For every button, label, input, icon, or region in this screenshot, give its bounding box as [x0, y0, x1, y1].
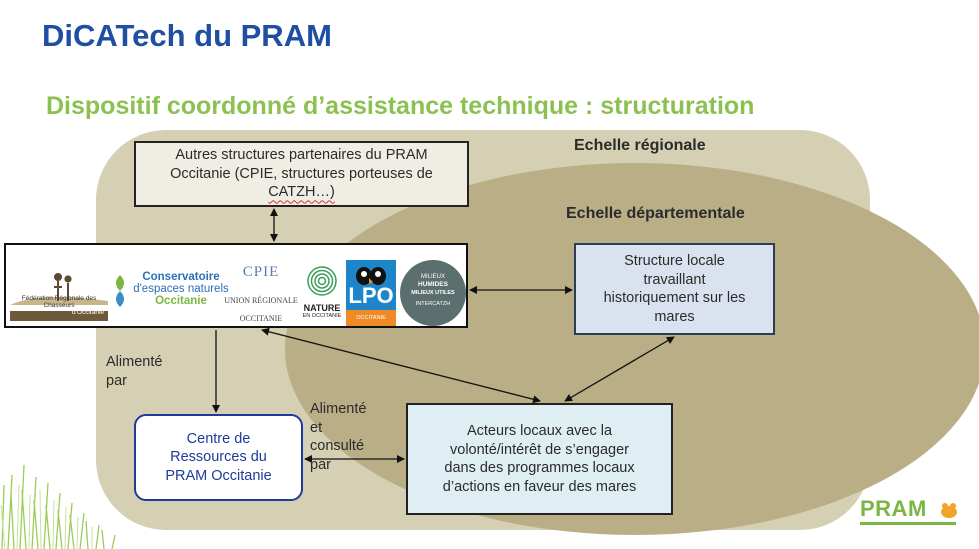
- departmental-scale-label: Echelle départementale: [566, 205, 745, 222]
- local-line-4: mares: [654, 308, 695, 325]
- logo-milieux-line-4: INTERCATZH: [415, 301, 451, 307]
- arrow-logos-acteurs: [261, 327, 541, 404]
- logo-chasseurs: Fédération Régionale des Chasseurs d'Occ…: [10, 265, 108, 321]
- partners-box: Autres structures partenaires du PRAM Oc…: [134, 141, 469, 207]
- edge-label-alim2-line-2: et: [310, 419, 323, 436]
- logo-cpie: CPIE UNION RÉGIONALE OCCITANIE: [223, 263, 299, 323]
- local-line-1: Structure locale: [624, 253, 725, 269]
- page-title: DiCATech du PRAM: [42, 18, 332, 53]
- logo-cen: Conservatoire d'espaces naturels Occitan…: [110, 271, 229, 315]
- logo-cen-line-1: Conservatoire: [142, 271, 220, 283]
- logo-milieux-humides: MILIEUX HUMIDES MILIEUX UTILES INTERCATZ…: [400, 260, 466, 326]
- edge-label-alim1-line-2: par: [106, 372, 127, 389]
- edge-label-alim2-line-1: Alimenté: [310, 401, 367, 417]
- edge-label-alimente-par: Alimenté par: [106, 353, 162, 390]
- logo-chasseurs-line-1: Fédération Régionale des Chasseurs: [21, 295, 97, 309]
- partners-line-3: CATZH…): [268, 184, 335, 201]
- local-actors-box: Acteurs locaux avec la volonté/intérêt d…: [406, 403, 673, 515]
- page-subtitle: Dispositif coordonné d’assistance techni…: [46, 92, 755, 120]
- frog-icon: [941, 503, 957, 518]
- acteurs-line-1: Acteurs locaux avec la: [466, 423, 613, 439]
- fingerprint-icon: [307, 266, 337, 296]
- acteurs-line-2: volonté/intérêt de s’engager: [450, 441, 629, 458]
- edge-label-alim1-line-1: Alimenté: [106, 354, 163, 370]
- partners-line-2: Occitanie (CPIE, structures porteuses de: [170, 165, 433, 182]
- logo-lpo: LPO OCCITANIE: [346, 260, 396, 326]
- arrow-local-acteurs: [564, 336, 675, 402]
- logo-nature-line-2: EN OCCITANIE: [302, 312, 342, 319]
- centre-line-2: Ressources du: [170, 449, 267, 466]
- regional-scale-label: Echelle régionale: [574, 137, 706, 154]
- logo-cpie-line-2: OCCITANIE: [239, 314, 283, 323]
- local-structure-box: Structure locale travaillant historiquem…: [574, 243, 775, 335]
- grass-decoration: [0, 464, 116, 549]
- centre-line-1: Centre de: [186, 430, 251, 447]
- logo-cen-line-2: d'espaces naturels: [133, 283, 229, 295]
- logo-nature-line-1: NATURE: [303, 302, 341, 313]
- centre-line-3: PRAM Occitanie: [165, 467, 272, 484]
- logo-chasseurs-line-2: d'Occitanie: [72, 309, 104, 316]
- logo-nature: NATURE EN OCCITANIE: [300, 265, 344, 321]
- local-line-2: travaillant: [643, 271, 706, 288]
- edge-label-alim2-line-3: consulté: [310, 438, 365, 454]
- partner-logos-box: Fédération Régionale des Chasseurs d'Occ…: [4, 243, 468, 328]
- edge-label-alimente-consulte: Alimenté et consulté par: [310, 400, 366, 474]
- acteurs-line-4: d’actions en faveur des mares: [442, 478, 637, 495]
- logo-cpie-line-1: UNION RÉGIONALE: [224, 295, 298, 305]
- logo-cen-line-3: Occitanie: [155, 295, 207, 307]
- logo-lpo-line-1: OCCITANIE: [346, 310, 396, 326]
- local-line-3: historiquement sur les: [603, 290, 746, 306]
- edge-label-alim2-line-4: par: [310, 456, 331, 473]
- pram-logo-text: PRAM: [860, 496, 927, 521]
- resource-centre-box: Centre de Ressources du PRAM Occitanie: [134, 414, 303, 501]
- logo-milieux-line-1: MILIEUX: [420, 274, 445, 280]
- logo-lpo-mark: LPO: [348, 283, 394, 308]
- hunter-landscape-icon: [10, 273, 108, 321]
- acteurs-line-3: dans des programmes locaux: [444, 460, 635, 476]
- cen-leaf-icon: [116, 275, 124, 307]
- partners-line-1: Autres structures partenaires du PRAM: [175, 147, 428, 164]
- logo-cpie-mark: CPIE: [242, 264, 280, 280]
- puffin-icon: [356, 267, 386, 285]
- logo-milieux-line-3: MILIEUX UTILES: [411, 290, 455, 296]
- logo-milieux-line-2: HUMIDES: [418, 281, 448, 288]
- pram-logo: PRAM: [860, 497, 964, 531]
